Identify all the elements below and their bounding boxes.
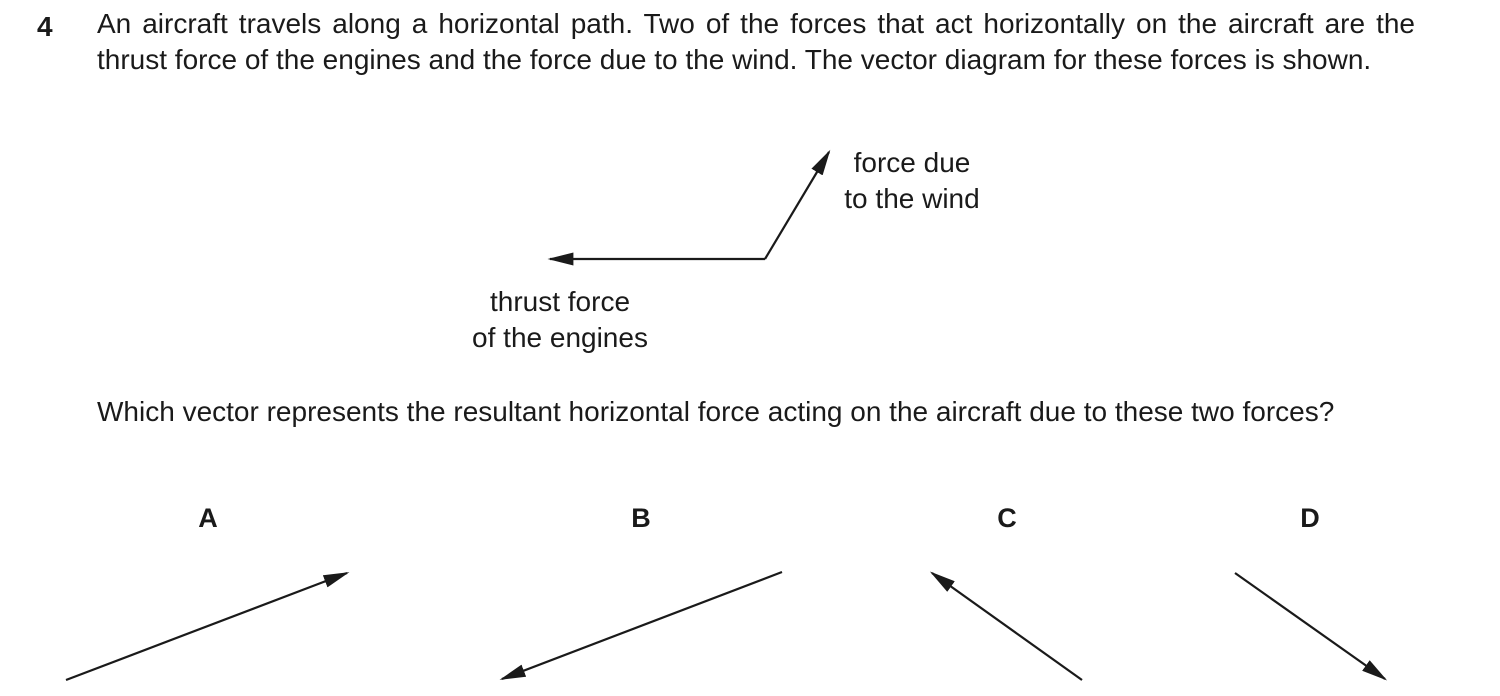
- option-b-label[interactable]: B: [631, 503, 651, 533]
- option-c-vector[interactable]: [929, 571, 1083, 681]
- wind-force-label: force due to the wind: [832, 145, 992, 217]
- thrust-label-line2: of the engines: [472, 322, 648, 353]
- option-a-vector[interactable]: [65, 571, 350, 682]
- question-prompt: Which vector represents the resultant ho…: [97, 396, 1335, 427]
- thrust-label-line1: thrust force: [489, 286, 631, 317]
- question-stem: An aircraft travels along a horizontal p…: [97, 8, 1415, 75]
- option-d-vector[interactable]: [1234, 572, 1388, 681]
- thrust-force-label: thrust force of the engines: [450, 284, 670, 356]
- question-number: 4: [37, 11, 53, 42]
- wind-label-line1: force due: [853, 147, 971, 178]
- option-a-label[interactable]: A: [198, 503, 218, 533]
- option-d-label[interactable]: D: [1300, 503, 1320, 533]
- option-c-label[interactable]: C: [997, 503, 1017, 533]
- option-b-vector[interactable]: [499, 570, 783, 681]
- wind-label-line2: to the wind: [844, 183, 980, 214]
- wind-force-vector: [764, 149, 831, 260]
